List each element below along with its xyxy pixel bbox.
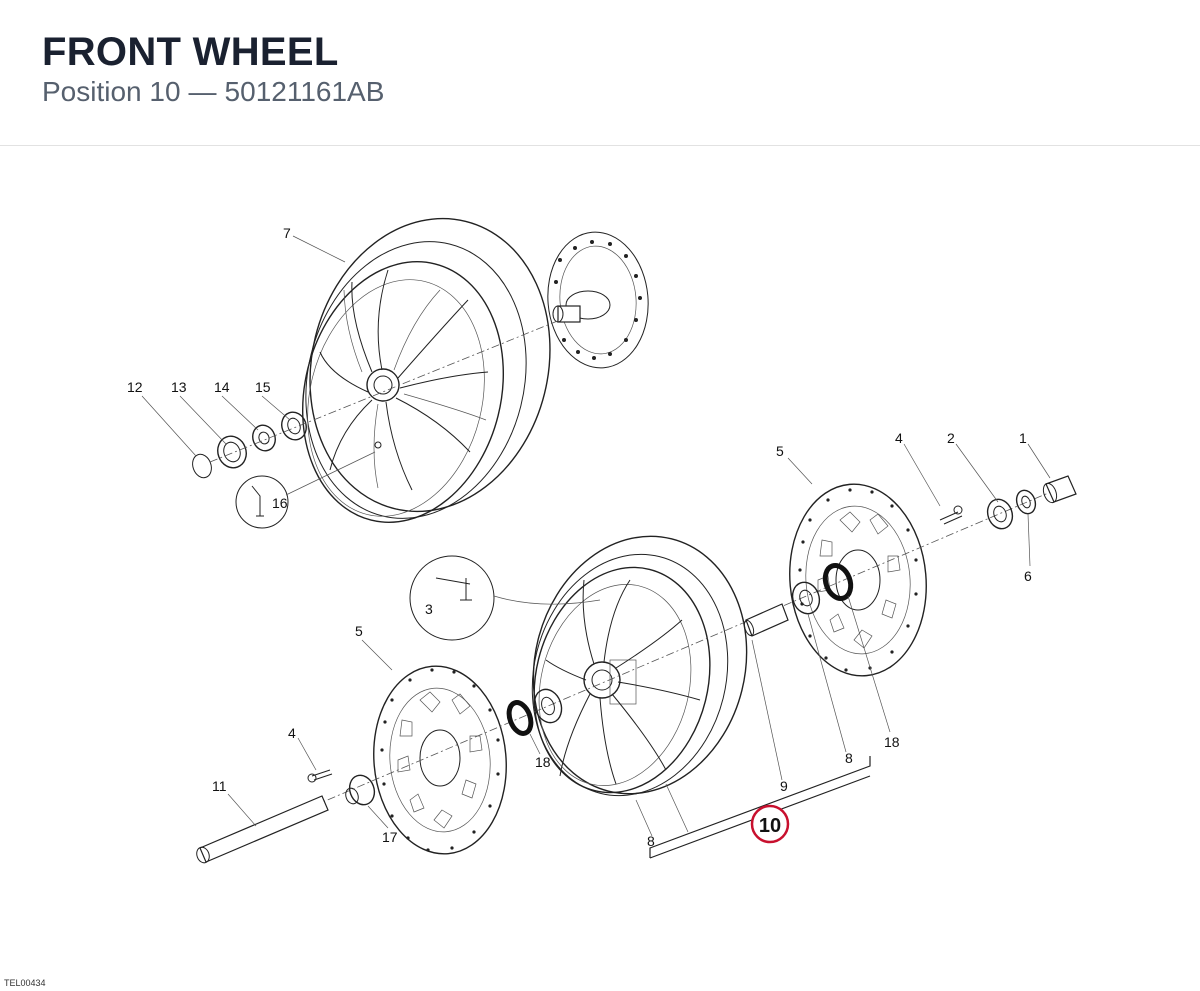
page-subtitle: Position 10—50121161AB xyxy=(42,76,384,108)
callout-3: 3 xyxy=(425,601,433,617)
callout-11: 11 xyxy=(212,778,227,794)
callout-1: 1 xyxy=(1019,430,1027,446)
position-10-highlight[interactable]: 10 xyxy=(750,804,790,844)
upper-brake-disc xyxy=(547,231,649,369)
upper-spacers xyxy=(192,319,561,479)
subtitle-separator: — xyxy=(188,76,217,107)
lower-right-disc xyxy=(789,483,927,677)
callout-2: 2 xyxy=(947,430,955,446)
upper-wheel xyxy=(301,217,551,523)
callout-7: 7 xyxy=(283,225,291,241)
callout-13: 13 xyxy=(171,379,187,395)
callout-5-left: 5 xyxy=(355,623,363,639)
callout-9: 9 xyxy=(780,778,788,794)
callout-8-left: 8 xyxy=(647,833,655,849)
exploded-diagram: 7 12 13 14 15 16 5 4 2 1 6 3 5 4 18 18 8… xyxy=(127,217,1077,864)
callout-16: 16 xyxy=(272,495,288,511)
callout-4-left: 4 xyxy=(288,725,296,741)
position-label: Position 10 xyxy=(42,76,181,107)
header: FRONT WHEEL Position 10—50121161AB xyxy=(0,0,1200,146)
callout-18-left: 18 xyxy=(535,754,551,770)
callout-5-right: 5 xyxy=(776,443,784,459)
part-code: 50121161AB xyxy=(224,76,385,107)
left-side-parts xyxy=(196,769,376,864)
lower-left-disc xyxy=(373,665,507,855)
axle-centerline xyxy=(209,487,1061,851)
callout-18-right: 18 xyxy=(884,734,900,750)
callout-4-right: 4 xyxy=(895,430,903,446)
lower-bearings xyxy=(506,563,854,736)
callout-14: 14 xyxy=(214,379,230,395)
page-title: FRONT WHEEL xyxy=(42,30,339,74)
right-side-parts xyxy=(939,475,1077,530)
valve-inset-lower xyxy=(409,555,601,641)
highlight-label: 10 xyxy=(759,815,781,837)
callout-8-right: 8 xyxy=(845,750,853,766)
callout-labels: 7 12 13 14 15 16 5 4 2 1 6 3 5 4 18 18 8… xyxy=(127,225,1032,849)
assembly-bracket xyxy=(649,756,871,859)
valve-inset-upper xyxy=(235,451,376,529)
callout-6: 6 xyxy=(1024,568,1032,584)
callout-17: 17 xyxy=(382,829,398,845)
highlight-circle xyxy=(750,804,790,844)
callout-12: 12 xyxy=(127,379,143,395)
leader-lines xyxy=(141,235,1051,837)
reference-code: TEL00434 xyxy=(4,978,46,988)
lower-wheel xyxy=(531,535,748,797)
callout-15: 15 xyxy=(255,379,271,395)
